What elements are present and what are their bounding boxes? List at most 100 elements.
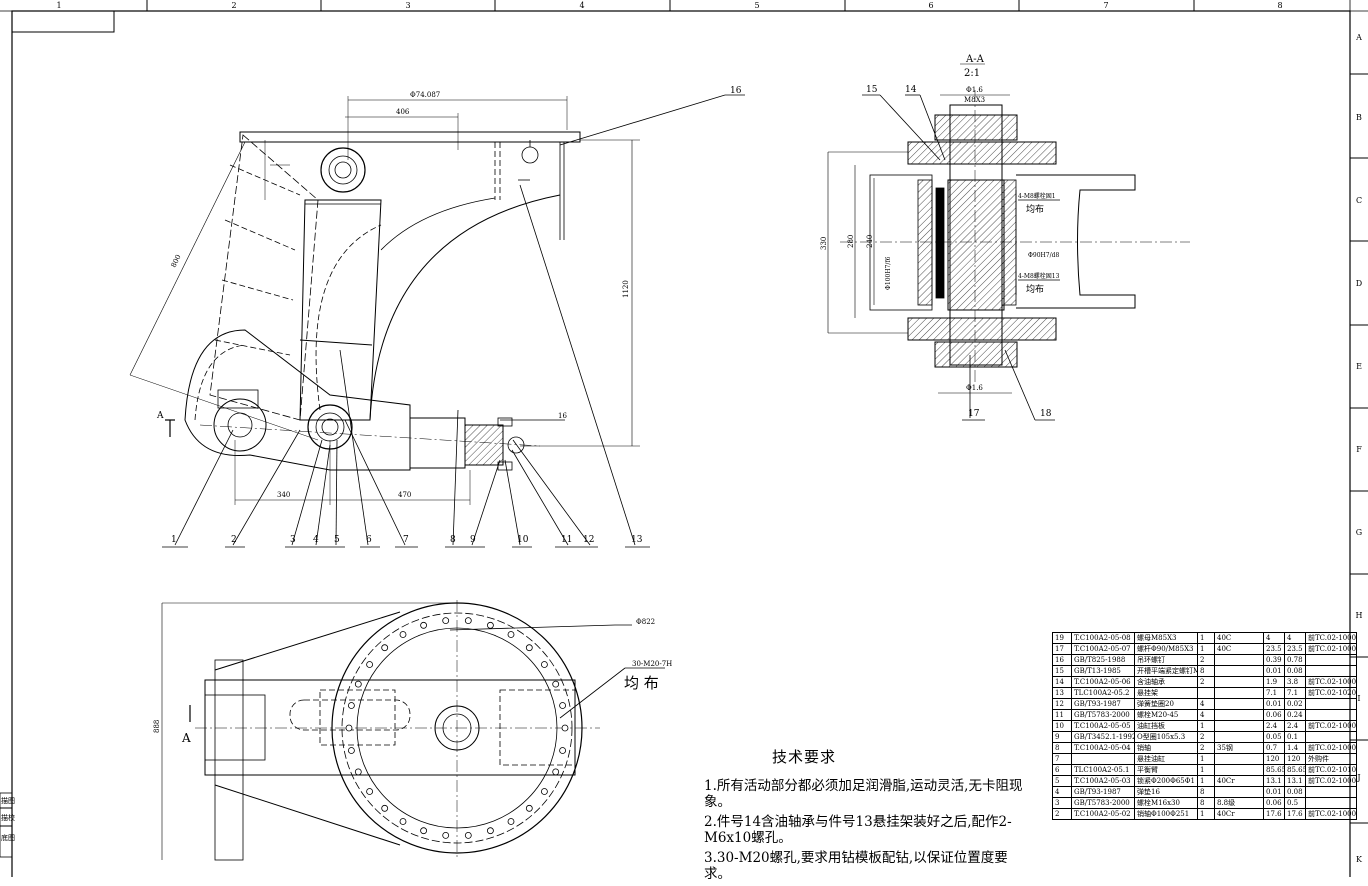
row-label: F bbox=[1356, 445, 1362, 454]
bom-cell: 螺栓M20-45 bbox=[1134, 709, 1198, 721]
bom-cell: 螺母M85X3 bbox=[1134, 632, 1198, 644]
part-label: 3 bbox=[290, 535, 296, 545]
bom-cell: 85.65 bbox=[1263, 764, 1285, 776]
bolt-hole bbox=[552, 768, 560, 776]
bom-cell bbox=[1305, 731, 1357, 743]
bom-cell: T.C100A2-05-05 bbox=[1071, 720, 1135, 732]
bolt-hole bbox=[420, 827, 428, 835]
note-n1b: 均布 bbox=[1026, 203, 1044, 215]
bom-cell: GB/T5783-2000 bbox=[1071, 797, 1135, 809]
part-label: 13 bbox=[631, 535, 643, 545]
part-label: 7 bbox=[403, 535, 409, 545]
bom-cell: 10 bbox=[1052, 720, 1072, 732]
bom-cell: 120 bbox=[1263, 753, 1285, 765]
col-label: 7 bbox=[1103, 1, 1108, 10]
bom-cell: 13 bbox=[1052, 687, 1072, 699]
stamp-label: 底图 bbox=[1, 833, 15, 842]
bom-cell: 19 bbox=[1052, 632, 1072, 644]
dim-left: 888 bbox=[153, 720, 161, 733]
bolt-hole bbox=[420, 621, 428, 629]
bom-cell: 0.1 bbox=[1284, 731, 1306, 743]
bom-cell: T.C100A2-05-03 bbox=[1071, 775, 1135, 787]
bolt-hole bbox=[464, 832, 472, 839]
bom-cell bbox=[1214, 753, 1264, 765]
bom-cell: 8 bbox=[1197, 665, 1215, 677]
bom-cell: 弹簧垫圈20 bbox=[1134, 698, 1198, 710]
bom-cell bbox=[1305, 709, 1357, 721]
bom-cell: 油缸挡板 bbox=[1134, 720, 1198, 732]
bom-cell: 0.05 bbox=[1263, 731, 1285, 743]
tech-requirement-item: 2.件号14含油轴承与件号13悬挂架装好之后,配作2-M6x10螺孔。 bbox=[704, 814, 1012, 846]
bolt-hole bbox=[347, 702, 355, 709]
bom-cell bbox=[1197, 687, 1215, 699]
bom-cell: 0.5 bbox=[1284, 797, 1306, 809]
dim-diag: 800 bbox=[170, 253, 183, 269]
bom-cell: 前TC.02-100003 bbox=[1305, 775, 1357, 787]
note-n2b: 均布 bbox=[1026, 283, 1044, 295]
bolt-hole bbox=[559, 747, 566, 754]
part-label: 4 bbox=[313, 535, 319, 545]
plan-bolt-holes bbox=[345, 617, 569, 839]
callout-holes: 30-M20-7H bbox=[632, 660, 672, 668]
bom-cell: 1 bbox=[1197, 632, 1215, 644]
row-label: A bbox=[1355, 33, 1362, 42]
bom-cell: 7.1 bbox=[1263, 687, 1285, 699]
bom-cell: 8.8级 bbox=[1214, 797, 1264, 809]
bom-cell: 2 bbox=[1052, 808, 1072, 820]
bom-cell: 2.4 bbox=[1263, 720, 1285, 732]
bom-cell bbox=[1214, 764, 1264, 776]
bolt-hole bbox=[486, 621, 494, 629]
bom-cell: GB/T93-1987 bbox=[1071, 698, 1135, 710]
bom-cell: 8 bbox=[1052, 742, 1072, 754]
bom-cell: TLC100A2-05.1 bbox=[1071, 764, 1135, 776]
bom-cell bbox=[1214, 709, 1264, 721]
section-scale: 2:1 bbox=[964, 68, 980, 79]
bom-cell bbox=[1214, 654, 1264, 666]
row-label: C bbox=[1356, 196, 1362, 205]
bolt-hole bbox=[552, 680, 560, 688]
bom-cell: 9 bbox=[1052, 731, 1072, 743]
dim-d1: Φ1.6 bbox=[966, 86, 983, 94]
bom-cell: 0.06 bbox=[1263, 797, 1285, 809]
bom-cell: O型圈105x5.3 bbox=[1134, 731, 1198, 743]
part-label: 1 bbox=[171, 535, 177, 545]
bolt-hole bbox=[442, 617, 450, 624]
bom-cell: 7 bbox=[1052, 753, 1072, 765]
bom-cell bbox=[1214, 687, 1264, 699]
bolt-hole bbox=[561, 724, 569, 732]
top-beam bbox=[239, 131, 581, 143]
part-label: 6 bbox=[366, 535, 372, 545]
bom-cell bbox=[1214, 676, 1264, 688]
bom-cell: 11 bbox=[1052, 709, 1072, 721]
left-stamp-labels: 描图 描校 底图 bbox=[1, 796, 15, 842]
bom-cell: 0.08 bbox=[1284, 665, 1306, 677]
bom-cell: T.C100A2-05-07 bbox=[1071, 643, 1135, 655]
bolt-hole bbox=[399, 818, 407, 825]
bolt-hole bbox=[525, 644, 533, 652]
bom-cell: 2 bbox=[1197, 731, 1215, 743]
bom-cell: 8 bbox=[1197, 797, 1215, 809]
bolt-hole bbox=[381, 644, 389, 652]
bom-cell: 吊环螺钉 bbox=[1134, 654, 1198, 666]
row-label: D bbox=[1356, 279, 1362, 288]
bolt-hole bbox=[354, 768, 362, 776]
label-17: 17 bbox=[968, 409, 980, 419]
bom-cell: 0.7 bbox=[1263, 742, 1285, 754]
part-label: 5 bbox=[334, 535, 340, 545]
bom-cell: 0.24 bbox=[1284, 709, 1306, 721]
bom-cell: 锁紧Φ200Φ65Φ1 bbox=[1134, 775, 1198, 787]
part-label: 10 bbox=[517, 535, 529, 545]
bom-cell: 13.1 bbox=[1263, 775, 1285, 787]
bom-cell: 0.08 bbox=[1284, 786, 1306, 798]
bom-cell: GB/T93-1987 bbox=[1071, 786, 1135, 798]
dim-height: 1120 bbox=[622, 280, 630, 298]
bom-cell: 1 bbox=[1197, 764, 1215, 776]
callout-even: 均 布 bbox=[624, 674, 659, 692]
